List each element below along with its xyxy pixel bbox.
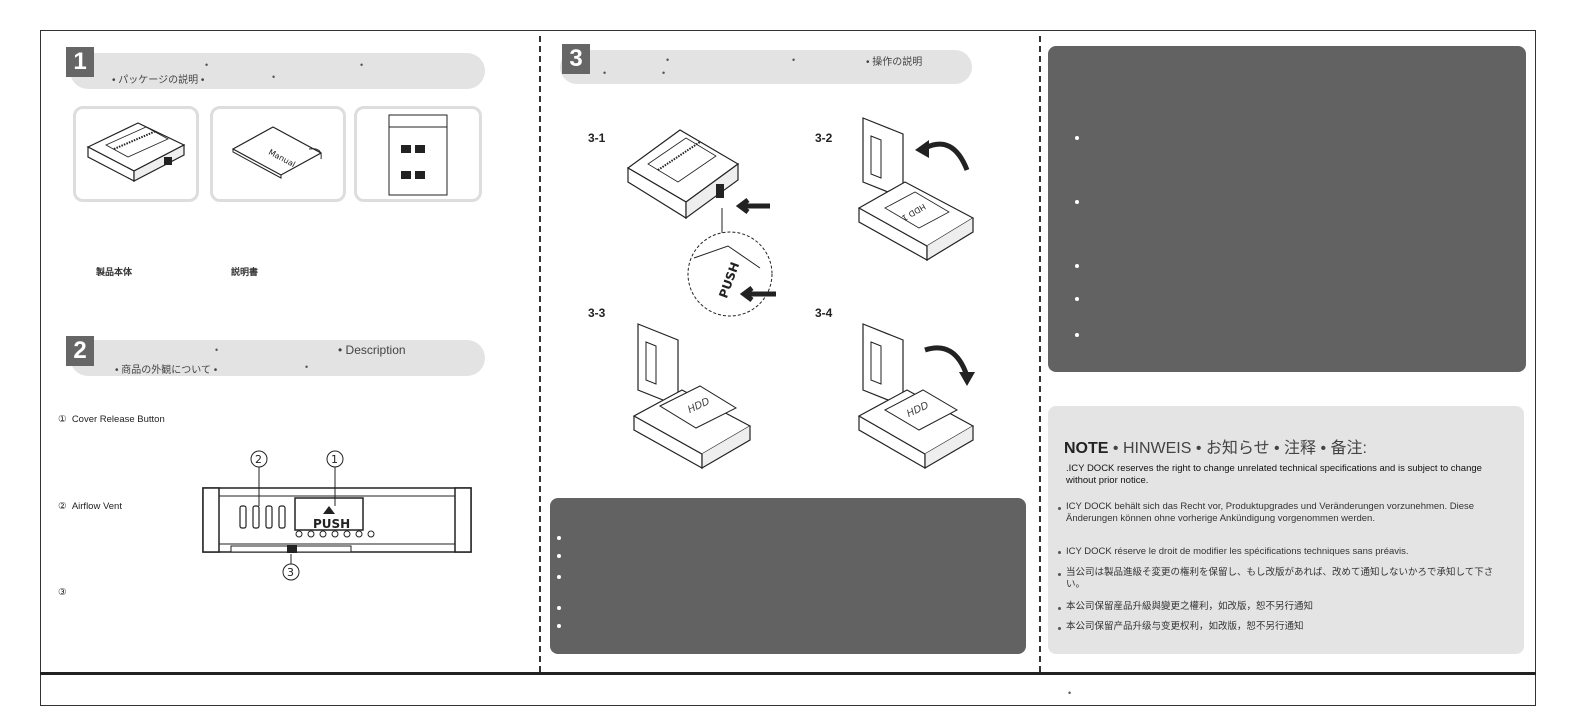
step-3-4: 3-4 — [815, 306, 833, 320]
panel-bullet — [557, 606, 561, 610]
front-view-diagram: PUSH 2 1 3 — [202, 450, 472, 581]
note-line-fr: ICY DOCK réserve le droit de modifier le… — [1066, 546, 1409, 557]
step-3-3: 3-3 — [588, 306, 606, 320]
dot-8: • — [603, 68, 607, 78]
section2-heading-bar — [70, 340, 485, 376]
note-line-jp: 当公司は製品進級そ変更の権利を保留し、もし改版があれば、改めて通知しないかろで承… — [1066, 567, 1494, 590]
step-3-2: 3-2 — [815, 131, 833, 145]
note-bullet — [1058, 607, 1061, 610]
column-divider-2 — [1039, 36, 1041, 672]
dot-5: • — [305, 362, 309, 372]
section3-heading: • 操作の説明 — [866, 57, 923, 68]
section3-number: 3 — [562, 44, 590, 74]
note-title: NOTE • HINWEIS • お知らせ • 注释 • 备注: — [1064, 440, 1367, 457]
panel-bullet — [1075, 136, 1079, 140]
panel-bullet — [557, 536, 561, 540]
manual-illustration: Manual — [231, 126, 323, 179]
package-label-manual: 説明書 — [231, 267, 259, 277]
footer-dot: • — [1068, 688, 1072, 698]
legend-3: ③ — [58, 587, 67, 598]
note-line-en: .ICY DOCK reserves the right to change u… — [1066, 463, 1482, 486]
dot-4: • — [215, 345, 219, 355]
panel-bullet — [557, 554, 561, 558]
note-bullet — [1058, 507, 1061, 510]
panel-bullet — [557, 624, 561, 628]
section3-heading-bar — [560, 50, 972, 84]
section3-info-panel — [550, 498, 1026, 654]
dot-6: • — [666, 55, 670, 65]
footer-rule — [40, 672, 1536, 675]
section1-number: 1 — [66, 47, 94, 77]
push-button-text: PUSH — [313, 517, 350, 531]
note-bullet — [1058, 573, 1061, 576]
step-3-1-illustration: PUSH — [626, 129, 776, 317]
legend-1: ① Cover Release Button — [58, 414, 165, 425]
package-box-device — [73, 106, 199, 202]
screws-illustration — [388, 114, 448, 196]
note-panel: NOTE • HINWEIS • お知らせ • 注释 • 备注: .ICY DO… — [1048, 406, 1524, 654]
panel-bullet — [1075, 333, 1079, 337]
callout-2: 2 — [255, 453, 262, 466]
callout-1: 1 — [331, 453, 338, 466]
panel-bullet — [557, 575, 561, 579]
dot-2: • — [360, 60, 364, 70]
section1-heading-bar — [70, 53, 485, 89]
section2-heading-top: • Description — [338, 343, 406, 357]
package-box-screws — [354, 106, 482, 202]
package-box-manual: Manual — [210, 106, 346, 202]
note-line-de: ICY DOCK behält sich das Recht vor, Prod… — [1066, 501, 1475, 524]
step-3-3-illustration: HDD — [632, 323, 752, 470]
legend-2: ② Airflow Vent — [58, 501, 122, 512]
dot-7: • — [792, 55, 796, 65]
note-line-cn: 本公司保留产品升级与变更权利，如改版，恕不另行通知 — [1066, 621, 1304, 632]
dot-3: • — [272, 72, 276, 82]
step-3-2-illustration: HDD 1 — [857, 117, 975, 262]
callout-3: 3 — [287, 566, 294, 579]
note-line-tw: 本公司保留産品升級與變更之權利，如改版，恕不另行通知 — [1066, 601, 1314, 612]
step-3-4-illustration: HDD — [857, 323, 975, 470]
page-frame — [40, 30, 1536, 706]
section1-heading: • パッケージの説明 • — [112, 75, 205, 86]
panel-bullet — [1075, 200, 1079, 204]
package-label-device: 製品本体 — [96, 267, 133, 277]
device-illustration — [86, 122, 186, 182]
note-bullet — [1058, 551, 1061, 554]
note-bullet — [1058, 627, 1061, 630]
dot-1: • — [205, 60, 209, 70]
step-3-1: 3-1 — [588, 131, 606, 145]
panel-bullet — [1075, 264, 1079, 268]
section2-number: 2 — [66, 336, 94, 366]
column3-info-panel — [1048, 46, 1526, 372]
dot-9: • — [662, 68, 666, 78]
panel-bullet — [1075, 297, 1079, 301]
column-divider-1 — [539, 36, 541, 672]
section2-heading: • 商品の外観について • — [115, 365, 218, 376]
